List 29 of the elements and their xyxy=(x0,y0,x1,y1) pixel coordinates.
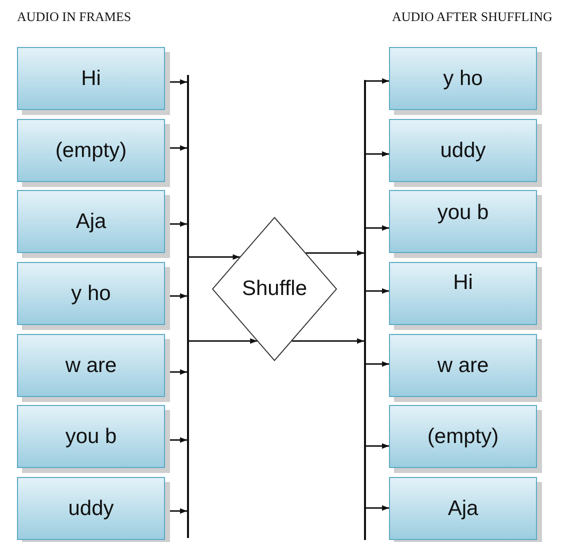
frame-text: w are xyxy=(65,354,117,378)
frame-text: (empty) xyxy=(427,424,499,448)
frame-text: w are xyxy=(437,354,489,378)
frame-text: Aja xyxy=(76,210,106,234)
arrow xyxy=(366,225,389,231)
frame-text: you b xyxy=(437,200,489,224)
arrow xyxy=(306,250,364,256)
arrow xyxy=(366,443,389,449)
column-heading: AUDIO AFTER SHUFFLING xyxy=(392,9,552,25)
arrow xyxy=(366,505,389,511)
decision-diamond xyxy=(212,217,337,361)
frame-text: uddy xyxy=(68,496,114,520)
diamond-label: Shuffle xyxy=(242,277,307,301)
frame-text: y ho xyxy=(443,66,483,90)
frame-text: Hi xyxy=(81,66,101,90)
arrow xyxy=(366,78,389,84)
arrow xyxy=(366,288,389,294)
arrow xyxy=(292,338,364,344)
frame-text: y ho xyxy=(71,282,111,306)
frame-text: (empty) xyxy=(55,138,127,162)
arrow xyxy=(189,254,240,260)
column-heading: AUDIO IN FRAMES xyxy=(17,9,132,25)
frame-text: uddy xyxy=(440,138,486,162)
arrow xyxy=(189,338,258,344)
arrow xyxy=(366,151,389,157)
arrow xyxy=(366,361,389,367)
frame-text: Hi xyxy=(453,270,473,294)
frame-text: you b xyxy=(65,424,117,448)
frame-text: Aja xyxy=(448,496,478,520)
